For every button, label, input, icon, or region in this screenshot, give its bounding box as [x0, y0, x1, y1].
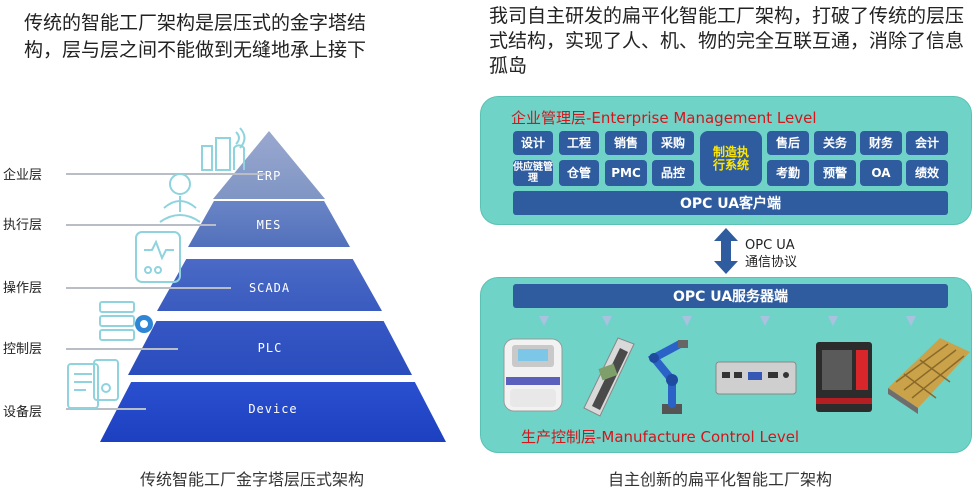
module-finance: 财务 [860, 131, 902, 155]
module-oa: OA [860, 160, 902, 186]
analyzer-device-icon [503, 338, 563, 412]
manufacture-level-title: 生产控制层-Manufacture Control Level [521, 428, 800, 446]
down-arrow-icon [682, 316, 692, 326]
building-icon [201, 127, 246, 171]
down-arrow-icon [906, 316, 916, 326]
linear-module-device-icon [583, 337, 635, 417]
module-warehouse: 仓管 [559, 160, 599, 186]
tier-scada [157, 259, 382, 311]
protocol-line1: OPC UA [745, 238, 795, 253]
module-after-sales: 售后 [767, 131, 809, 155]
left-intro-text: 传统的智能工厂架构是层压式的金字塔结构，层与层之间不能做到无缝地承上接下 [24, 12, 367, 61]
layer-name-control: 控制层 [3, 342, 43, 357]
layer-name-operation: 操作层 [3, 281, 43, 296]
robot-arm-device-icon [647, 340, 688, 414]
leader-line [66, 348, 178, 350]
down-arrow-icon [760, 316, 770, 326]
down-arrow-icon [602, 316, 612, 326]
tier-plc-label: PLC [257, 341, 283, 355]
leader-line [66, 408, 146, 410]
module-accounting: 会计 [906, 131, 948, 155]
monitor-icon [135, 231, 181, 283]
tier-mes-label: MES [256, 218, 282, 232]
module-purchasing: 采购 [652, 131, 694, 155]
right-intro-text: 我司自主研发的扁平化智能工厂架构，打破了传统的层压式结构，实现了人、机、物的完全… [489, 5, 965, 77]
tier-device-label: Device [248, 402, 298, 416]
module-design: 设计 [513, 131, 553, 155]
enterprise-level-title: 企业管理层-Enterprise Management Level [511, 109, 817, 127]
person-icon [159, 173, 201, 223]
module-pmc: PMC [605, 160, 647, 186]
module-quality: 品控 [652, 160, 694, 186]
down-arrow-icon [828, 316, 838, 326]
tier-device [100, 382, 446, 442]
tier-erp-label: ERP [256, 169, 282, 183]
protocol-line2: 通信协议 [745, 255, 798, 270]
warehouse-rack-device-icon [888, 338, 970, 414]
document-device-icon [67, 359, 119, 409]
module-performance: 绩效 [906, 160, 948, 186]
layer-name-execution: 执行层 [3, 218, 43, 233]
industrial-pc-device-icon [715, 361, 797, 395]
left-caption: 传统智能工厂金字塔层压式架构 [140, 470, 365, 489]
server-gear-icon [99, 301, 153, 341]
leader-line [66, 224, 216, 226]
leader-line [66, 287, 231, 289]
protocol-label: OPC UA 通信协议 [745, 237, 797, 271]
layer-name-device: 设备层 [3, 405, 43, 420]
module-attendance: 考勤 [767, 160, 809, 186]
bidirectional-arrow-icon [714, 228, 738, 274]
pyramid-diagram: ERP MES SCADA PLC Device 企业层 执行层 操作层 控制层… [0, 0, 470, 460]
tier-scada-label: SCADA [248, 281, 291, 295]
down-arrow-icon [539, 316, 549, 326]
right-caption: 自主创新的扁平化智能工厂架构 [608, 470, 833, 489]
leader-line [66, 173, 266, 175]
module-supply-chain: 供应链管理 [513, 160, 553, 186]
opc-ua-client-bar: OPC UA客户端 [513, 191, 948, 215]
cnc-machine-device-icon [816, 342, 872, 412]
module-alert: 预警 [814, 160, 856, 186]
layer-name-enterprise: 企业层 [3, 168, 43, 183]
module-engineering: 工程 [559, 131, 599, 155]
opc-ua-server-bar: OPC UA服务器端 [513, 284, 948, 308]
module-mes: 制造执行系统 [700, 131, 762, 186]
module-sales: 销售 [605, 131, 647, 155]
module-customs: 关务 [814, 131, 856, 155]
